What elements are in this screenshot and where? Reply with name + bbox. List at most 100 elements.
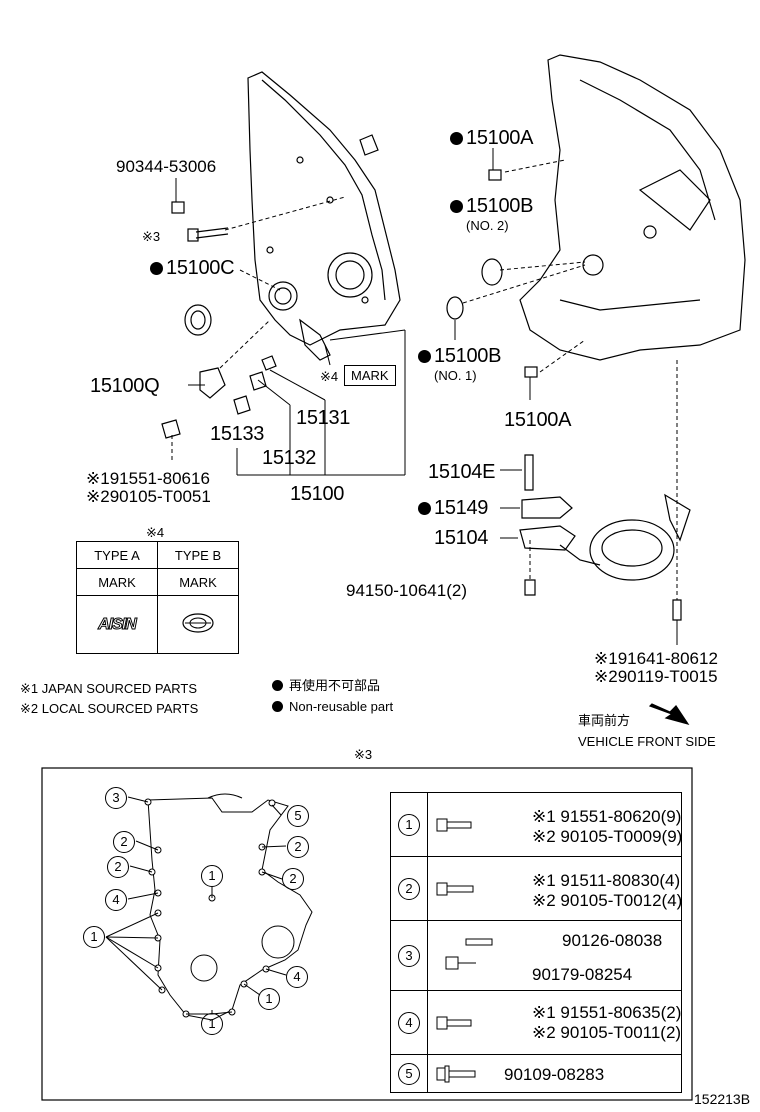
nonreusable-dot-icon: [450, 132, 463, 145]
callout-4: 4: [105, 889, 127, 911]
footnote-nonreusable-jp-text: 再使用不可部品: [289, 678, 381, 693]
mark-table-row-b: MARK: [157, 568, 239, 596]
footnote-nonreusable-jp: 再使用不可部品: [272, 679, 380, 692]
engine-block-drawing: [519, 54, 746, 361]
mark-table-note: ※4: [146, 525, 165, 540]
label-90105-t0051: ※290105-T0051: [86, 487, 211, 506]
mark-type-a-cell: AISIN: [76, 595, 158, 654]
timing-cover-drawing: [247, 71, 401, 361]
bolt-note3-drawing: [195, 227, 229, 239]
callout-2: 2: [282, 868, 304, 890]
callout-5: 5: [287, 805, 309, 827]
label-15100c-text: 15100C: [166, 257, 235, 279]
bolt-icon: [436, 1016, 472, 1030]
legend-row-3: 90126-08038 90179-08254: [427, 920, 682, 991]
callout-1: 1: [201, 865, 223, 887]
mark-type-b-cell: [157, 595, 239, 654]
label-94150-10641: 94150-10641(2): [346, 581, 467, 600]
label-15100b-top: 15100B: [450, 196, 533, 216]
label-15100q: 15100Q: [90, 375, 160, 397]
legend-line: 90109-08283: [504, 1065, 605, 1084]
legend-num-cell: 4: [390, 990, 428, 1055]
mark-table-header-a: TYPE A: [76, 541, 158, 569]
legend-row-4: ※1 91551-80635(2) ※2 90105-T0011(2): [427, 990, 682, 1055]
legend-line: ※2 90105-T0011(2): [532, 1023, 682, 1042]
nonreusable-dot-icon: [418, 350, 431, 363]
legend-line: ※1 91551-80620(9): [532, 807, 682, 826]
direction-label-en: VEHICLE FRONT SIDE: [578, 734, 716, 749]
oil-seal-drawing: [184, 304, 212, 336]
front-direction-arrow-icon: [648, 703, 690, 726]
legend-line: ※2 90105-T0009(9): [532, 827, 683, 846]
label-no2: (NO. 2): [466, 218, 509, 233]
footnote-japan-sourced: ※1 JAPAN SOURCED PARTS: [20, 681, 198, 696]
label-91551-80616: ※191551-80616: [86, 469, 210, 488]
callout-2: 2: [107, 856, 129, 878]
stud-and-washer-icon: [445, 938, 493, 970]
mark-table-header-b: TYPE B: [157, 541, 239, 569]
nonreusable-dot-icon: [150, 262, 163, 275]
callout-2: 2: [113, 831, 135, 853]
legend-row-1: ※1 91551-80620(9) ※2 90105-T0009(9): [427, 792, 683, 857]
legend-line: 90126-08038: [562, 931, 663, 950]
mark-type-table: TYPE A TYPE B MARK MARK AISIN: [76, 541, 239, 654]
legend-num: 1: [398, 813, 420, 836]
legend-num-cell: 5: [390, 1054, 428, 1093]
mark-table-row-a: MARK: [76, 568, 158, 596]
legend-num-cell: 3: [390, 920, 428, 991]
callout-1: 1: [258, 988, 280, 1010]
label-15100b-bottom-text: 15100B: [434, 345, 502, 367]
legend-num: 3: [398, 944, 420, 967]
mark-box: MARK: [344, 365, 396, 386]
bolt-icon: [436, 882, 474, 896]
callout-3: 3: [105, 787, 127, 809]
footnote-local-sourced: ※2 LOCAL SOURCED PARTS: [20, 701, 199, 716]
legend-row-2: ※1 91511-80830(4) ※2 90105-T0012(4): [427, 856, 683, 921]
label-15131: 15131: [296, 407, 351, 429]
type-b-mark-icon: [182, 613, 214, 633]
legend-line: 90179-08254: [532, 965, 633, 984]
footnote-nonreusable-en-text: Non-reusable part: [289, 699, 394, 714]
note3-bolt-marker: ※3: [142, 229, 161, 244]
callout-2: 2: [287, 836, 309, 858]
bolt-legend-table: 1 ※1 91551-80620(9) ※2 90105-T0009(9) 2 …: [390, 792, 682, 1093]
bolt-icon: [436, 818, 472, 832]
nonreusable-dot-icon: [272, 701, 283, 712]
legend-num: 5: [398, 1062, 420, 1085]
label-15104e: 15104E: [428, 461, 496, 483]
label-90119-t0015: ※290119-T0015: [594, 667, 718, 686]
bolt-90344-drawing: [171, 201, 185, 214]
label-15100: 15100: [290, 483, 345, 505]
label-15133: 15133: [210, 423, 265, 445]
callout-1: 1: [201, 1013, 223, 1035]
nonreusable-dot-icon: [272, 680, 283, 691]
flange-bolt-icon: [436, 1065, 476, 1083]
label-15132: 15132: [262, 447, 317, 469]
legend-num-cell: 2: [390, 856, 428, 921]
label-15104: 15104: [434, 527, 489, 549]
label-15100a-top: 15100A: [450, 128, 533, 148]
detail-frame: [41, 767, 693, 1101]
detail-note: ※3: [354, 747, 373, 762]
figure-code: 152213B: [694, 1091, 751, 1107]
note4-marker: ※4: [320, 369, 339, 384]
label-15100b-top-text: 15100B: [466, 195, 534, 217]
label-no1: (NO. 1): [434, 368, 477, 383]
nonreusable-dot-icon: [418, 502, 431, 515]
legend-num-cell: 1: [390, 792, 428, 857]
nonreusable-dot-icon: [450, 200, 463, 213]
legend-num: 2: [398, 877, 420, 900]
o-ring-no1: [446, 296, 464, 320]
legend-num: 4: [398, 1011, 420, 1034]
legend-line: ※2 90105-T0012(4): [532, 891, 683, 910]
label-15100c: 15100C: [150, 257, 235, 279]
sensor-15100q-drawing: [199, 367, 226, 399]
legend-line: ※1 91511-80830(4): [532, 871, 681, 890]
aisin-logo: AISIN: [98, 615, 138, 633]
label-15149: 15149: [418, 498, 488, 518]
callout-4: 4: [286, 966, 308, 988]
direction-label-jp: 車両前方: [578, 713, 631, 728]
label-15149-text: 15149: [434, 497, 489, 519]
label-91641-80612: ※191641-80612: [594, 649, 718, 668]
